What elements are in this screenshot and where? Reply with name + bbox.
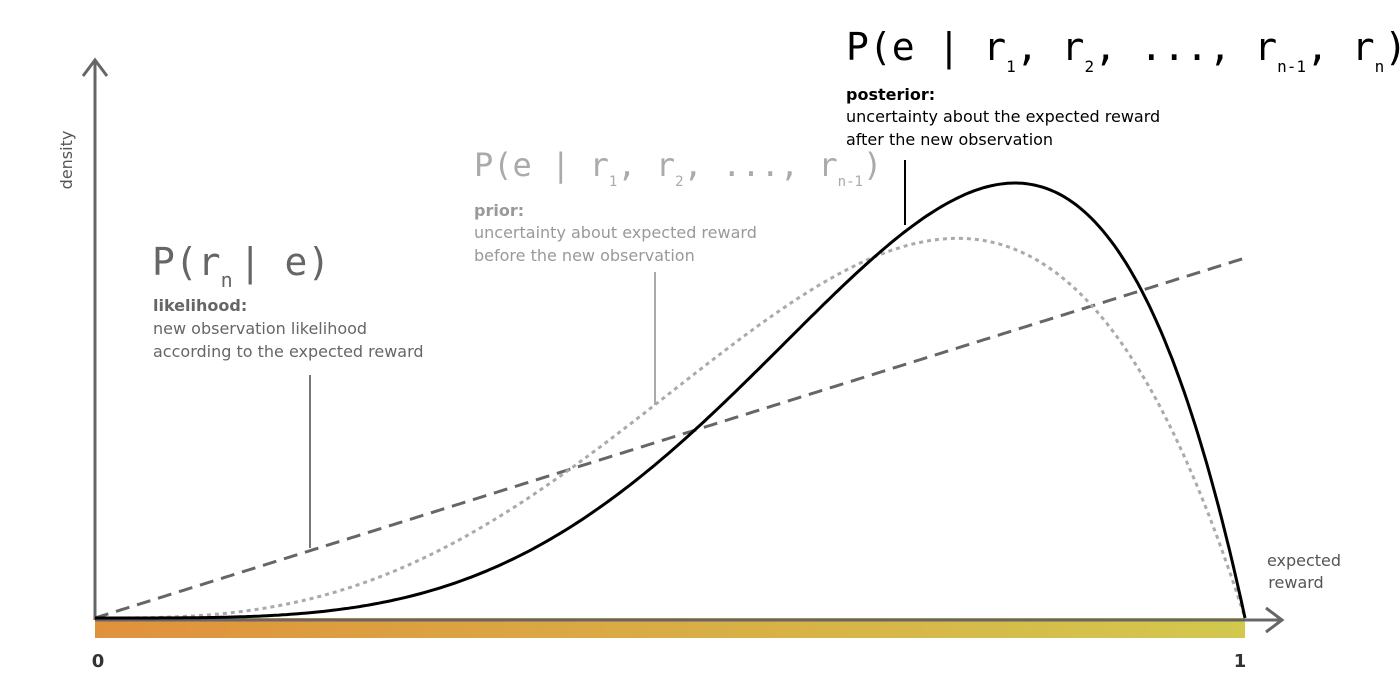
posterior-description-line2: after the new observation xyxy=(846,130,1053,149)
prior-formula: P(e | r1, r2, ..., rn-1) xyxy=(474,146,882,190)
prior-description-line2: before the new observation xyxy=(474,246,695,265)
posterior-curve xyxy=(95,181,1247,620)
y-axis-label: density xyxy=(57,131,76,190)
posterior-title: posterior: xyxy=(846,85,935,104)
prior-curve xyxy=(95,236,1247,620)
likelihood-description-line1: new observation likelihood xyxy=(153,319,367,338)
posterior-formula: P(e | r1, r2, ..., rn-1, rn) xyxy=(846,25,1400,76)
likelihood-title: likelihood: xyxy=(153,296,247,315)
x-tick-label-0: 0 xyxy=(92,651,105,672)
x-axis-label-line2: reward xyxy=(1268,573,1323,592)
likelihood-description-line2: according to the expected reward xyxy=(153,342,424,361)
x-axis-arrow-icon xyxy=(1265,606,1285,634)
likelihood-curve xyxy=(94,256,1246,620)
y-axis-arrow-icon xyxy=(81,57,109,77)
prior-title: prior: xyxy=(474,201,524,220)
posterior-description-line1: uncertainty about the expected reward xyxy=(846,107,1160,126)
x-axis-label-line1: expected xyxy=(1267,551,1341,570)
x-tick-label-1: 1 xyxy=(1234,651,1247,672)
likelihood-formula: P(rn| e) xyxy=(152,240,330,292)
prior-description-line1: uncertainty about expected reward xyxy=(474,223,757,242)
expected-reward-gradient-bar xyxy=(95,618,1245,638)
